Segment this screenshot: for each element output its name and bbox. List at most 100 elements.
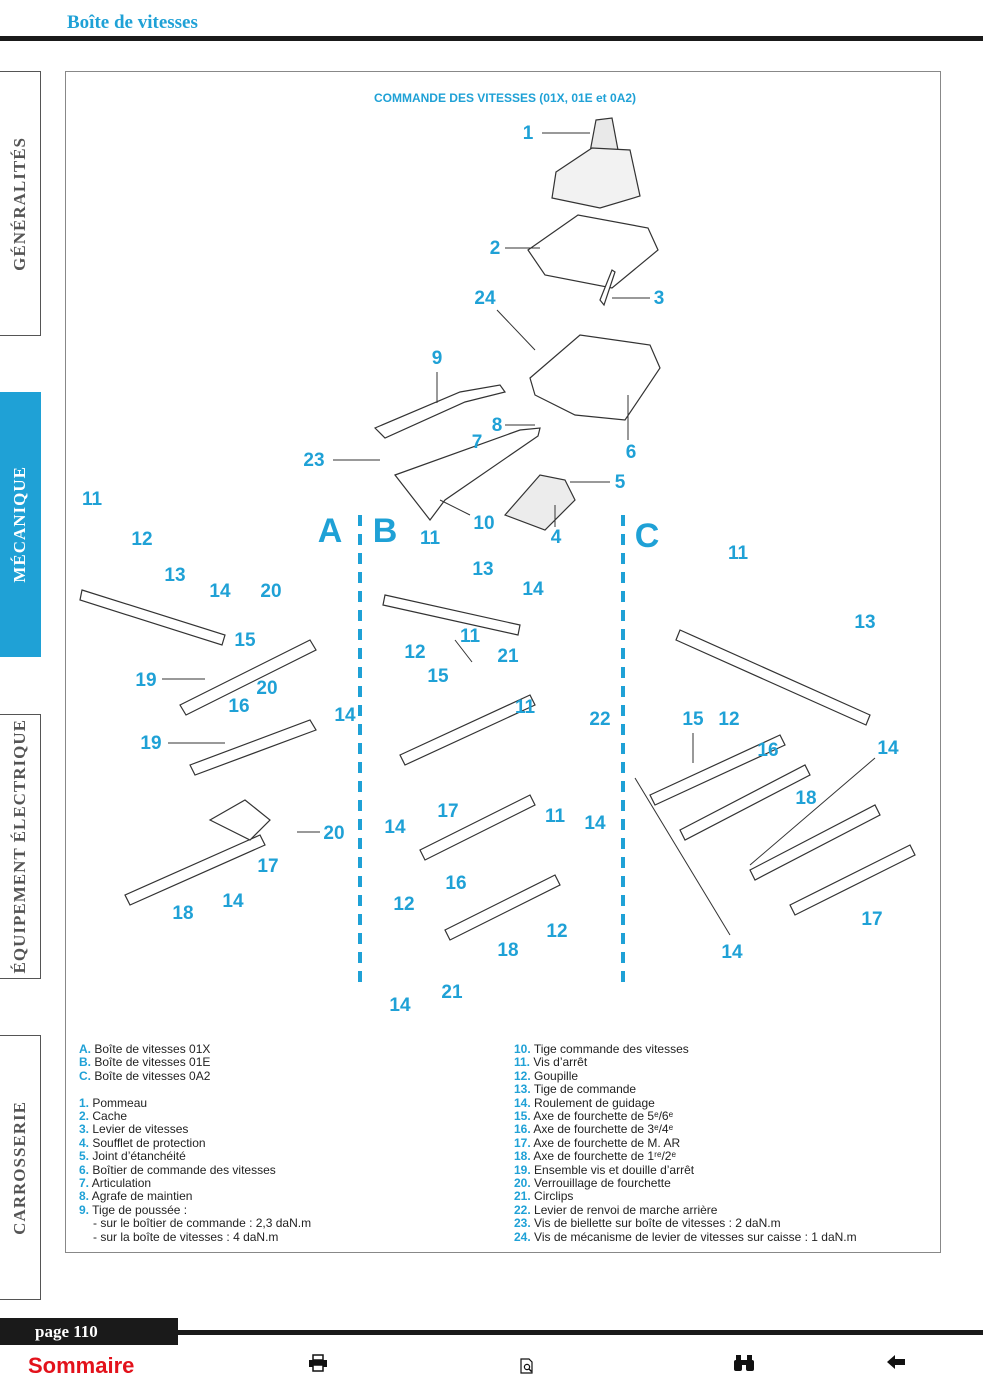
callout: 23 — [303, 450, 324, 471]
callout: 13 — [854, 612, 875, 633]
callout: 11 — [515, 697, 536, 718]
leader-14-c-2 — [634, 777, 731, 936]
callout: 18 — [497, 940, 518, 961]
callout: 11 — [420, 528, 441, 549]
side-tab-mecanique[interactable]: MÉCANIQUE — [0, 392, 41, 657]
callout: 9 — [432, 348, 443, 369]
cover-2 — [527, 214, 659, 289]
back-arrow-icon[interactable] — [886, 1354, 906, 1375]
side-tab-carrosserie[interactable]: CARROSSERIE — [0, 1035, 41, 1300]
callout: 12 — [718, 709, 739, 730]
leader-21-b — [454, 639, 473, 663]
callout: 20 — [260, 581, 281, 602]
gearbox-a-parts — [79, 589, 317, 906]
legend-item: 10. Tige commande des vitesses — [514, 1042, 689, 1056]
gearbox-c-parts — [649, 629, 916, 916]
callout: 17 — [861, 909, 882, 930]
callout: 15 — [234, 630, 256, 651]
page-header-title: Boîte de vitesses — [67, 12, 198, 33]
figure-title: COMMANDE DES VITESSES (01X, 01E et 0A2) — [374, 91, 636, 105]
figure-frame — [65, 71, 941, 1253]
callout: 5 — [615, 472, 626, 493]
callout: 14 — [721, 942, 743, 963]
legend-item: 11. Vis d’arrêt — [514, 1055, 588, 1070]
legend-item: 21. Circlips — [514, 1189, 574, 1204]
callout: 3 — [654, 288, 665, 309]
callout: 16 — [757, 740, 778, 761]
legend-item: 5. Joint d’étanchéité — [79, 1149, 186, 1164]
sommaire-link[interactable]: Sommaire — [28, 1353, 135, 1378]
rod-13-a — [79, 589, 226, 646]
leader-10 — [439, 499, 471, 516]
legend-item: 22. Levier de renvoi de marche arrière — [514, 1202, 718, 1217]
legend-item: 3. Levier de vitesses — [79, 1122, 189, 1137]
callout: 12 — [393, 894, 414, 915]
legend-item: 14. Roulement de guidage — [514, 1095, 655, 1110]
callout: 14 — [384, 817, 406, 838]
callout: 14 — [877, 738, 899, 759]
callout: 15 — [427, 666, 449, 687]
callout: 16 — [228, 696, 249, 717]
callout: 24 — [474, 288, 496, 309]
callout: 20 — [256, 678, 277, 699]
legend-item: 15. Axe de fourchette de 5ᵉ/6ᵉ — [514, 1109, 674, 1124]
callout: 2 — [490, 238, 501, 259]
callout: 21 — [441, 982, 463, 1003]
fork-shaft-16-c — [679, 764, 811, 841]
side-tab-generalites[interactable]: GÉNÉRALITÉS — [0, 71, 41, 336]
legend-item: B. Boîte de vitesses 01E — [79, 1055, 211, 1070]
print-icon[interactable] — [308, 1354, 328, 1377]
callout: 12 — [546, 921, 567, 942]
callout: 14 — [584, 813, 606, 834]
callout: 22 — [589, 709, 610, 730]
footer-page-box — [0, 1318, 178, 1345]
footer-rule — [178, 1330, 983, 1335]
shift-rod-10 — [394, 427, 541, 521]
callout: 12 — [404, 642, 425, 663]
callout: 14 — [334, 705, 356, 726]
gear-lever-assembly — [373, 117, 661, 531]
legend-item: 1. Pommeau — [79, 1095, 148, 1110]
bellows-4 — [503, 474, 576, 531]
legend-item: 6. Boîtier de commande des vitesses — [79, 1162, 276, 1177]
callout: 21 — [497, 646, 519, 667]
fork-17-a — [208, 799, 271, 841]
fork-shaft-16-b — [419, 794, 536, 861]
legend-item: 18. Axe de fourchette de 1ʳᵉ/2ᵉ — [514, 1149, 676, 1164]
callout: 4 — [551, 527, 562, 548]
callout: 14 — [522, 579, 544, 600]
legend-item: 23. Vis de biellette sur boîte de vitess… — [514, 1216, 781, 1231]
legend-item: 8. Agrafe de maintien — [79, 1189, 193, 1204]
callout: 17 — [437, 801, 458, 822]
legend-item: 4. Soufflet de protection — [79, 1135, 206, 1150]
side-tab-equipement-electrique[interactable]: ÉQUIPEMENT ÉLECTRIQUE — [0, 714, 41, 979]
callout: 14 — [389, 995, 411, 1016]
legend-item: 19. Ensemble vis et douille d’arrêt — [514, 1162, 695, 1177]
section-label-a: A — [318, 512, 343, 550]
callout: 6 — [626, 442, 637, 463]
binoculars-icon[interactable] — [732, 1354, 756, 1377]
callout: 19 — [140, 733, 161, 754]
push-rod-9 — [373, 384, 507, 439]
leader-24 — [496, 309, 536, 351]
lever-3 — [599, 269, 616, 307]
callout: 12 — [131, 529, 152, 550]
fork-shaft-15-b — [399, 694, 536, 766]
legend-right: 10. Tige commande des vitesses 11. Vis d… — [514, 1042, 857, 1244]
legend-item: 13. Tige de commande — [514, 1082, 637, 1097]
callout: 11 — [460, 626, 481, 647]
callout: 14 — [209, 581, 231, 602]
document-search-icon[interactable] — [519, 1358, 535, 1379]
legend-item: 17. Axe de fourchette de M. AR — [514, 1135, 681, 1150]
gearbox-b-parts — [382, 594, 561, 941]
callout: 11 — [545, 806, 566, 827]
boot-shape — [551, 147, 641, 209]
shift-housing-6 — [529, 334, 661, 421]
legend-left: A. Boîte de vitesses 01X B. Boîte de vit… — [79, 1042, 311, 1244]
callout: 13 — [472, 559, 493, 580]
legend-item: 7. Articulation — [79, 1176, 152, 1191]
legend-subitem: - sur la boîte de vitesses : 4 daN.m — [93, 1229, 279, 1244]
callout: 8 — [492, 415, 503, 436]
fork-shaft-16-a — [189, 719, 317, 776]
